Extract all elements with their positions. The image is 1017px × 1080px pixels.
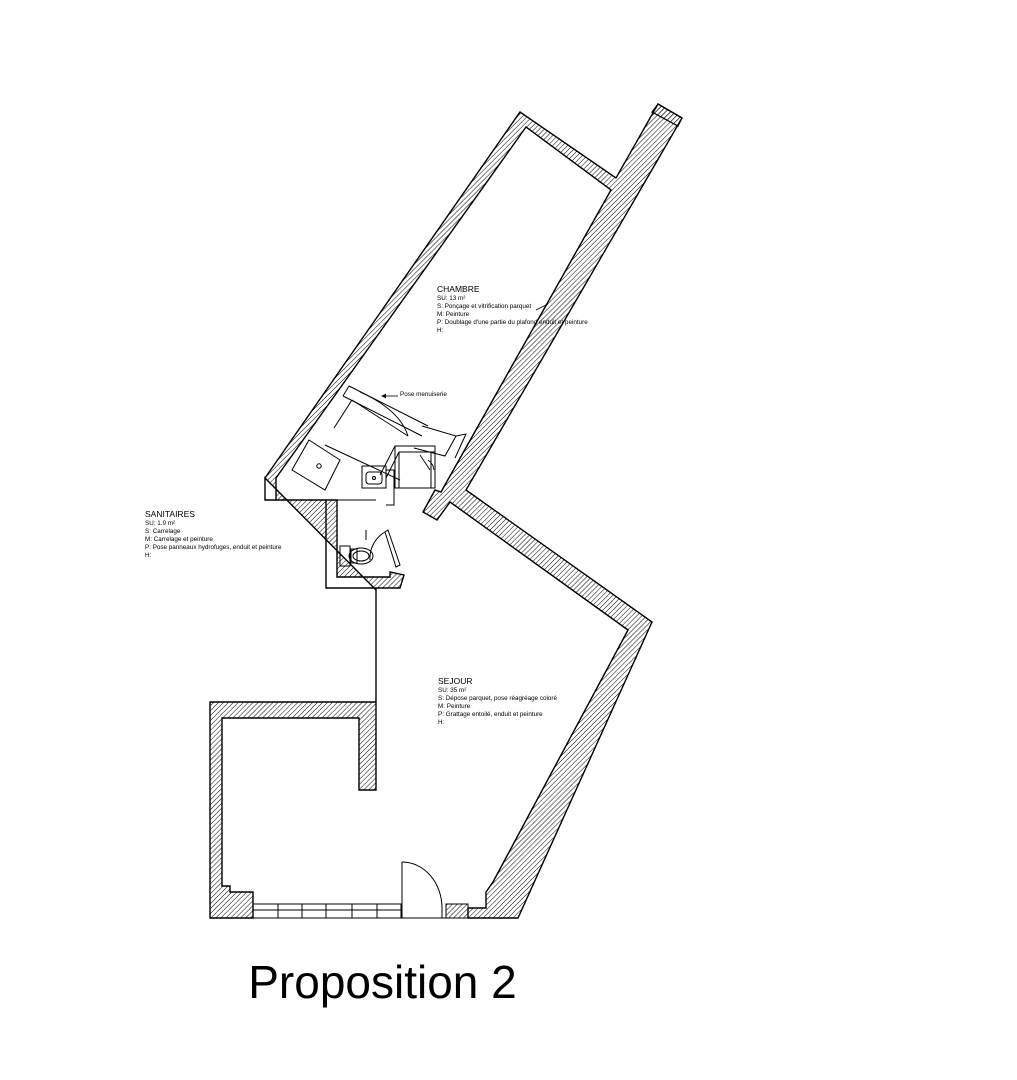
chambre-line-4: H:: [437, 326, 444, 334]
entrance-door: [401, 861, 443, 919]
room-label-sanitaires: SANITAIRES SU: 1.9 m² S: Carrelage M: Ca…: [145, 509, 282, 560]
room-label-chambre: CHAMBRE SU: 13 m² S: Ponçage et vitrific…: [437, 284, 588, 335]
sejour-line-2: M: Peinture: [438, 702, 471, 710]
wall-stub: [651, 103, 683, 127]
chambre-line-2: M: Peinture: [437, 310, 470, 318]
sanitaires-line-4: H:: [145, 551, 152, 559]
room-name-chambre: CHAMBRE: [437, 284, 480, 294]
chambre-outline: [422, 126, 612, 521]
sanitaires-line-2: M: Carrelage et peinture: [145, 535, 213, 543]
bottom-facade: [210, 903, 518, 919]
page-title: Proposition 2: [248, 956, 517, 1008]
shower-tray: [291, 439, 341, 491]
sejour-line-0: SU: 35 m²: [438, 687, 467, 694]
sejour-line-1: S: Dépose parquet, pose réagréage coloré: [438, 694, 558, 702]
sanitaires-line-0: SU: 1.9 m²: [145, 520, 176, 527]
sejour-outline: [449, 501, 629, 883]
closet-door-arcs: [351, 391, 435, 471]
room-name-sanitaires: SANITAIRES: [145, 509, 195, 519]
joinery-closet: [324, 385, 467, 489]
sanitaires-line-1: S: Carrelage: [145, 527, 181, 535]
chambre-leader: [535, 303, 549, 311]
room-label-sejour: SEJOUR SU: 35 m² S: Dépose parquet, pose…: [438, 676, 557, 727]
sanitaires-line-3: P: Pose panneaux hydrofuges, enduit et p…: [145, 543, 282, 551]
annotation-pose-menuiserie: Pose menuiserie: [400, 391, 447, 398]
room-name-sejour: SEJOUR: [438, 676, 473, 686]
sanitaires-door: [369, 529, 401, 568]
chambre-line-0: SU: 13 m²: [437, 295, 466, 302]
chambre-line-3: P: Doublage d'une partie du plafond endu…: [437, 318, 588, 326]
wc: [339, 545, 374, 567]
sejour-line-4: H:: [438, 718, 445, 726]
chambre-line-1: S: Ponçage et vitrification parquet: [437, 302, 532, 310]
sejour-line-3: P: Grattage entoilé, enduit et peinture: [438, 710, 543, 718]
